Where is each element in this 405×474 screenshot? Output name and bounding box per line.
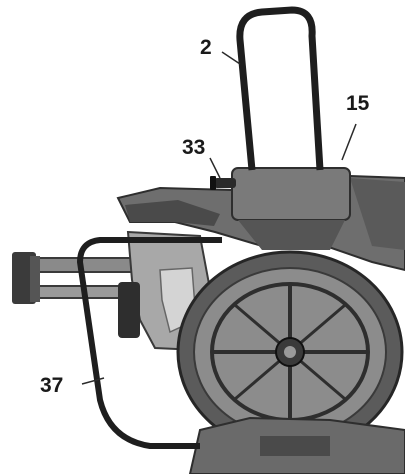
leader-37 — [81, 377, 105, 385]
callout-33: 33 — [182, 136, 205, 159]
carry-handle — [236, 6, 324, 171]
callout-2: 2 — [200, 36, 212, 59]
front-loop-handle — [77, 237, 222, 449]
arbor-center — [284, 346, 296, 358]
bolt-body — [214, 178, 236, 188]
callout-37: 37 — [40, 374, 63, 397]
handle-mount — [231, 167, 351, 221]
callout-15: 15 — [346, 92, 370, 115]
base — [188, 416, 405, 474]
rail-bracket — [30, 256, 40, 302]
saw-arm-casting — [116, 167, 405, 272]
leader-15 — [341, 123, 357, 161]
bolt-33 — [210, 176, 236, 190]
right-housing — [350, 178, 405, 250]
leader-2 — [221, 51, 241, 65]
lock-knob — [118, 282, 140, 338]
base-slot — [260, 436, 330, 456]
leader-lines — [81, 51, 357, 385]
bolt-head — [210, 176, 216, 190]
neck — [238, 220, 345, 250]
blade-guard — [176, 250, 404, 454]
leader-33 — [209, 157, 221, 179]
housing-shadow — [125, 200, 220, 226]
